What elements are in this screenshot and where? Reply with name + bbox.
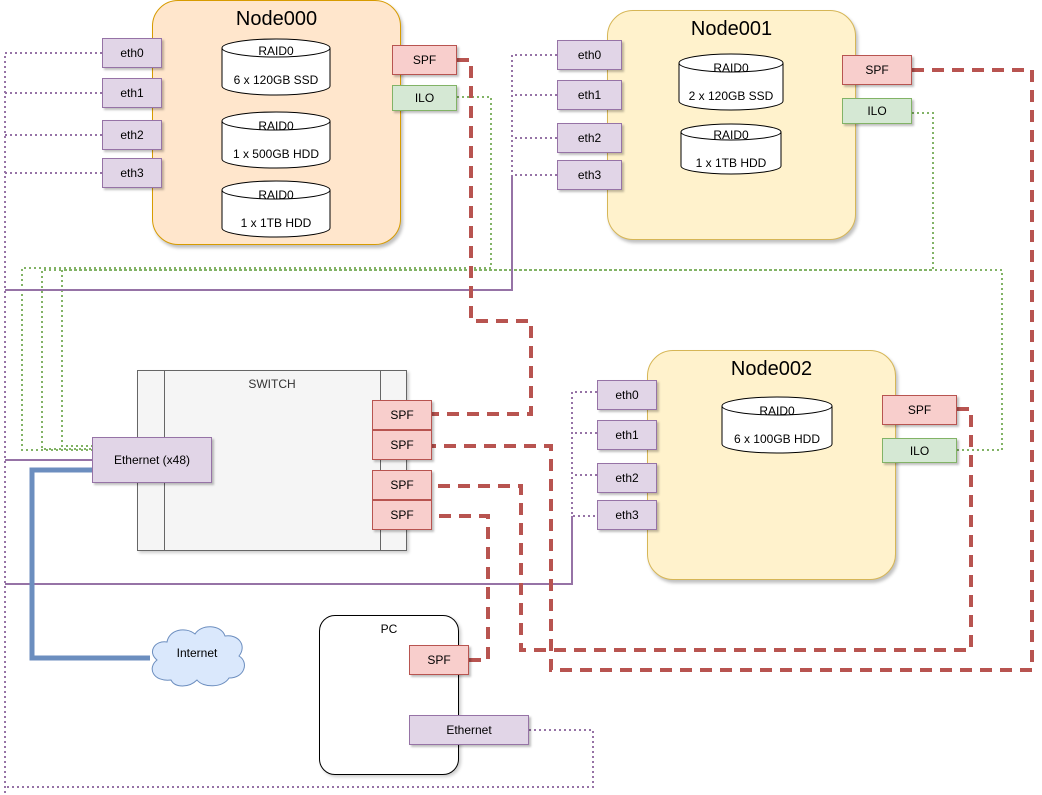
ilo-link-node001 [41, 112, 934, 450]
ilo-link-node002 [61, 269, 1003, 451]
node001-title: Node001 [690, 18, 773, 40]
internet-cloud: Internet [143, 620, 251, 692]
node002-disk-0: RAID0 6 x 100GB HDD [721, 396, 833, 454]
disk-raid-label: RAID0 [258, 119, 294, 133]
switch-spf-port-2[interactable]: SPF [372, 430, 432, 460]
node000-eth0-port[interactable]: eth0 [102, 38, 162, 68]
disk-raid-label: RAID0 [258, 44, 294, 58]
node000-title: Node000 [235, 8, 318, 30]
cloud-icon [151, 626, 245, 687]
switch-label: SWITCH [248, 377, 296, 391]
node000-eth3-port[interactable]: eth3 [102, 158, 162, 188]
node001-eth1-port[interactable]: eth1 [557, 80, 622, 110]
disk-cylinder-icon [221, 111, 331, 169]
switch-right-rail [380, 371, 381, 550]
node000-disk-1: RAID0 1 x 500GB HDD [221, 111, 331, 169]
node000-ilo-port[interactable]: ILO [392, 85, 457, 111]
node000-disk-2: RAID0 1 x 1TB HDD [221, 180, 331, 238]
eth-link-node000-eth0 [4, 52, 102, 795]
node002-eth0-port[interactable]: eth0 [597, 380, 657, 410]
internet-link [29, 467, 150, 661]
node002-ilo-port[interactable]: ILO [882, 438, 957, 463]
disk-cylinder-icon [721, 396, 833, 454]
eth-trunk-node001 [5, 175, 513, 291]
disk-cylinder-icon [678, 53, 784, 111]
node001-spf-port[interactable]: SPF [842, 55, 912, 85]
pc-ethernet-port[interactable]: Ethernet [409, 715, 529, 745]
node002-eth1-port[interactable]: eth1 [597, 420, 657, 450]
spf-link-node001 [432, 68, 1034, 672]
disk-cylinder-icon [221, 180, 331, 238]
spf-link-pc [432, 514, 490, 662]
node001-eth2-port[interactable]: eth2 [557, 123, 622, 153]
disk-desc-label: 1 x 1TB HDD [240, 216, 312, 230]
eth-link-node002-eth0 [571, 391, 597, 517]
disk-desc-label: 6 x 100GB HDD [733, 432, 821, 446]
disk-raid-label: RAID0 [713, 128, 749, 142]
node001-disk-0: RAID0 2 x 120GB SSD [678, 53, 784, 111]
node000-eth1-port[interactable]: eth1 [102, 78, 162, 108]
switch-spf-port-3[interactable]: SPF [372, 470, 432, 500]
node002-title: Node002 [730, 358, 813, 380]
node002-spf-port[interactable]: SPF [882, 395, 957, 425]
node000-disk-0: RAID0 6 x 120GB SSD [221, 38, 331, 96]
node001-ilo-port[interactable]: ILO [842, 98, 912, 124]
switch-ethernet-port[interactable]: Ethernet (x48) [92, 437, 212, 483]
disk-raid-label: RAID0 [258, 188, 294, 202]
disk-desc-label: 2 x 120GB SSD [688, 89, 774, 103]
internet-label: Internet [176, 646, 218, 660]
disk-desc-label: 1 x 500GB HDD [232, 147, 320, 161]
pc: PC [319, 615, 459, 775]
pc-ethernet-link [5, 729, 594, 788]
switch-spf-port-4[interactable]: SPF [372, 500, 432, 530]
node000-eth2-port[interactable]: eth2 [102, 120, 162, 150]
pc-spf-port[interactable]: SPF [409, 645, 469, 675]
pc-label: PC [380, 622, 398, 636]
disk-raid-label: RAID0 [713, 61, 749, 75]
disk-desc-label: 1 x 1TB HDD [695, 156, 767, 170]
disk-cylinder-icon [680, 123, 782, 175]
spf-link-node002 [432, 407, 973, 652]
node000-spf-port[interactable]: SPF [392, 45, 457, 75]
disk-cylinder-icon [221, 38, 331, 96]
disk-desc-label: 6 x 120GB SSD [233, 73, 319, 87]
node001-eth0-port[interactable]: eth0 [557, 40, 622, 70]
eth-trunk-node002 [5, 516, 573, 585]
node002-eth2-port[interactable]: eth2 [597, 463, 657, 493]
disk-raid-label: RAID0 [759, 404, 795, 418]
spf-link-node000 [432, 58, 533, 416]
node001-disk-1: RAID0 1 x 1TB HDD [680, 123, 782, 175]
node001-eth3-port[interactable]: eth3 [557, 160, 622, 190]
eth-link-node001-eth0 [511, 54, 557, 175]
node002-eth3-port[interactable]: eth3 [597, 500, 657, 530]
node002: Node002 [647, 350, 896, 580]
switch-spf-port-1[interactable]: SPF [372, 400, 432, 430]
